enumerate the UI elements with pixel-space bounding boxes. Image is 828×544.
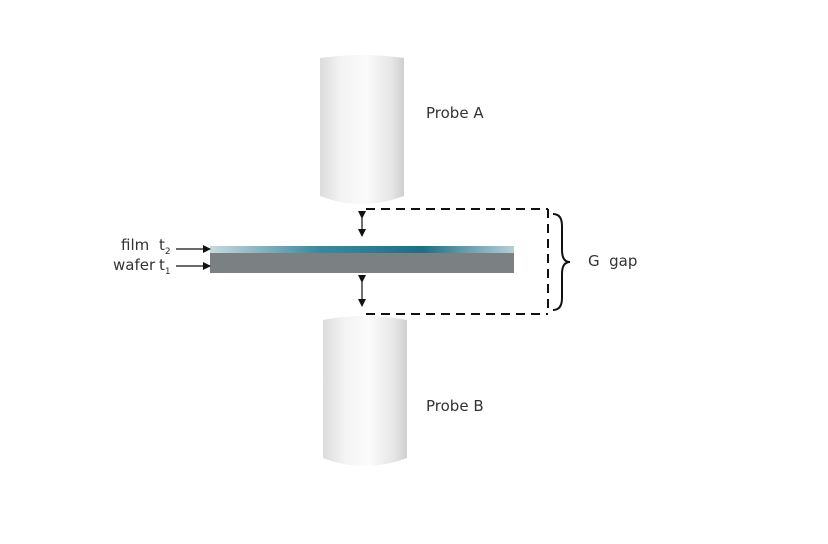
gap-dashed-lines [366, 208, 549, 315]
wafer-thickness-symbol: t1 [159, 256, 171, 277]
wafer-layer [210, 253, 514, 273]
film-symbol: t [159, 236, 165, 254]
probe-b-label: Probe B [426, 397, 484, 415]
probe-a-label: Probe A [426, 104, 484, 122]
film-subscript: 2 [164, 247, 171, 257]
film-layer [210, 246, 514, 253]
film-label: film [121, 236, 149, 254]
wafer-label: wafer [113, 256, 155, 274]
film-label-text: film [121, 236, 150, 254]
film-thickness-symbol: t2 [159, 236, 171, 257]
wafer-subscript: 1 [164, 267, 171, 277]
probe-b [323, 316, 407, 466]
gap-label: G gap [588, 252, 638, 270]
gap-brace [552, 213, 571, 311]
wafer-label-text: wafer [113, 256, 156, 274]
wafer-symbol: t [159, 256, 165, 274]
probe-a [320, 55, 404, 204]
